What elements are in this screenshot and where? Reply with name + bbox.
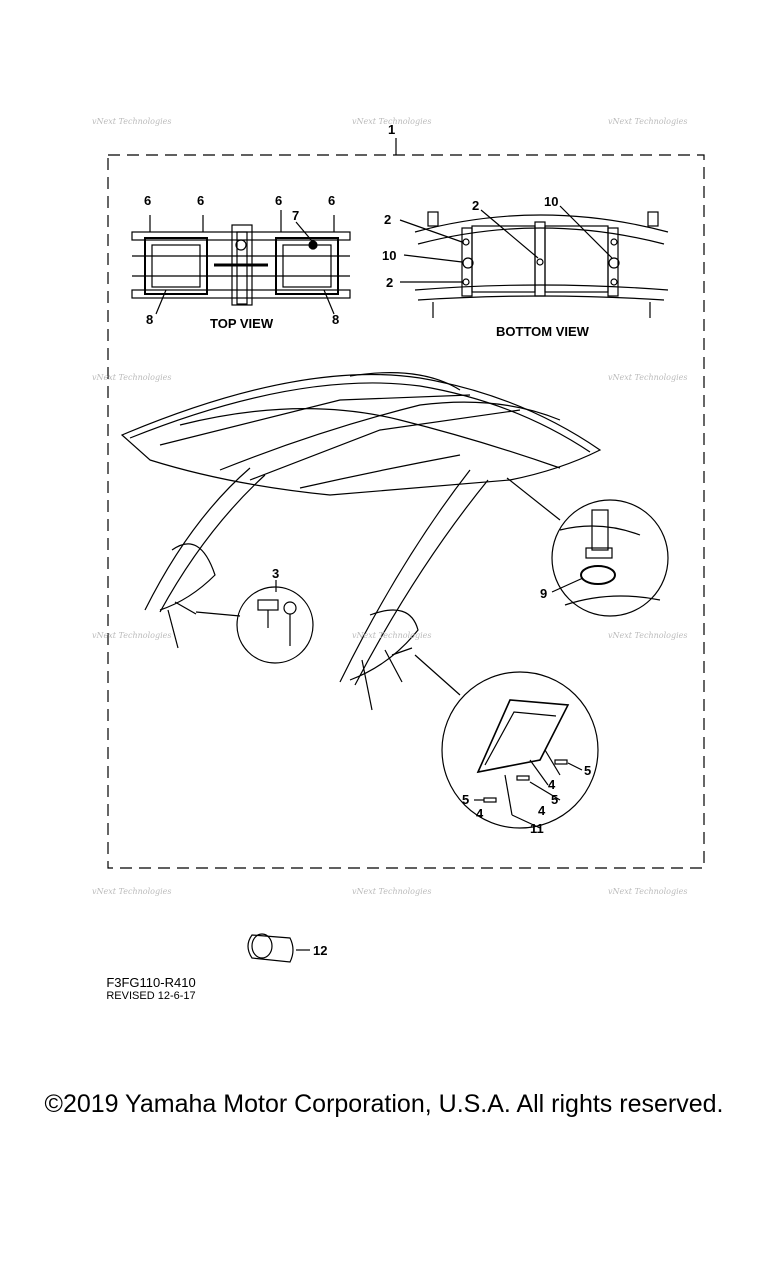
watermark: vNext Technologies [92,117,171,126]
bottom-view-drawing [399,205,669,318]
callout-3: 3 [272,566,279,581]
drawing-code: F3FG110-R410 [106,975,196,990]
callout-8: 8 [146,312,153,327]
detail-9-drawing [506,477,669,617]
callout-4: 4 [476,806,484,821]
bottom-view-label: BOTTOM VIEW [496,324,590,339]
detail-3-drawing [195,580,314,664]
callout-1: 1 [388,122,395,137]
callout-2: 2 [384,212,391,227]
callout-9: 9 [540,586,547,601]
top-view-label: TOP VIEW [210,316,274,331]
tower-assembly-drawing [120,372,602,711]
callout-4: 4 [538,803,546,818]
watermark: vNext Technologies [608,887,687,896]
callout-5: 5 [551,792,558,807]
callout-6: 6 [275,193,282,208]
assembly-boundary [107,154,705,869]
watermark: vNext Technologies [352,631,431,640]
callout-7: 7 [292,208,299,223]
watermark: vNext Technologies [92,887,171,896]
part-12-drawing [247,933,310,963]
watermark: vNext Technologies [92,631,171,640]
callout-5: 5 [462,792,469,807]
callout-10: 10 [382,248,396,263]
callout-8: 8 [332,312,339,327]
copyright-notice: ©2019 Yamaha Motor Corporation, U.S.A. A… [44,1090,724,1118]
callout-11: 11 [530,821,544,836]
watermark: vNext Technologies [352,117,431,126]
callout-6: 6 [328,193,335,208]
callout-2: 2 [472,198,479,213]
watermark: vNext Technologies [352,887,431,896]
callout-6: 6 [197,193,204,208]
watermark: vNext Technologies [608,373,687,382]
callout-4: 4 [548,777,556,792]
callout-6: 6 [144,193,151,208]
top-view-drawing [131,210,351,315]
callout-10: 10 [544,194,558,209]
callout-12: 12 [313,943,327,958]
callout-5: 5 [584,763,591,778]
callout-2: 2 [386,275,393,290]
watermark: vNext Technologies [608,117,687,126]
watermark: vNext Technologies [92,373,171,382]
detail-fasteners-drawing [414,654,599,829]
watermark: vNext Technologies [608,631,687,640]
revision-date: REVISED 12-6-17 [106,990,196,1002]
